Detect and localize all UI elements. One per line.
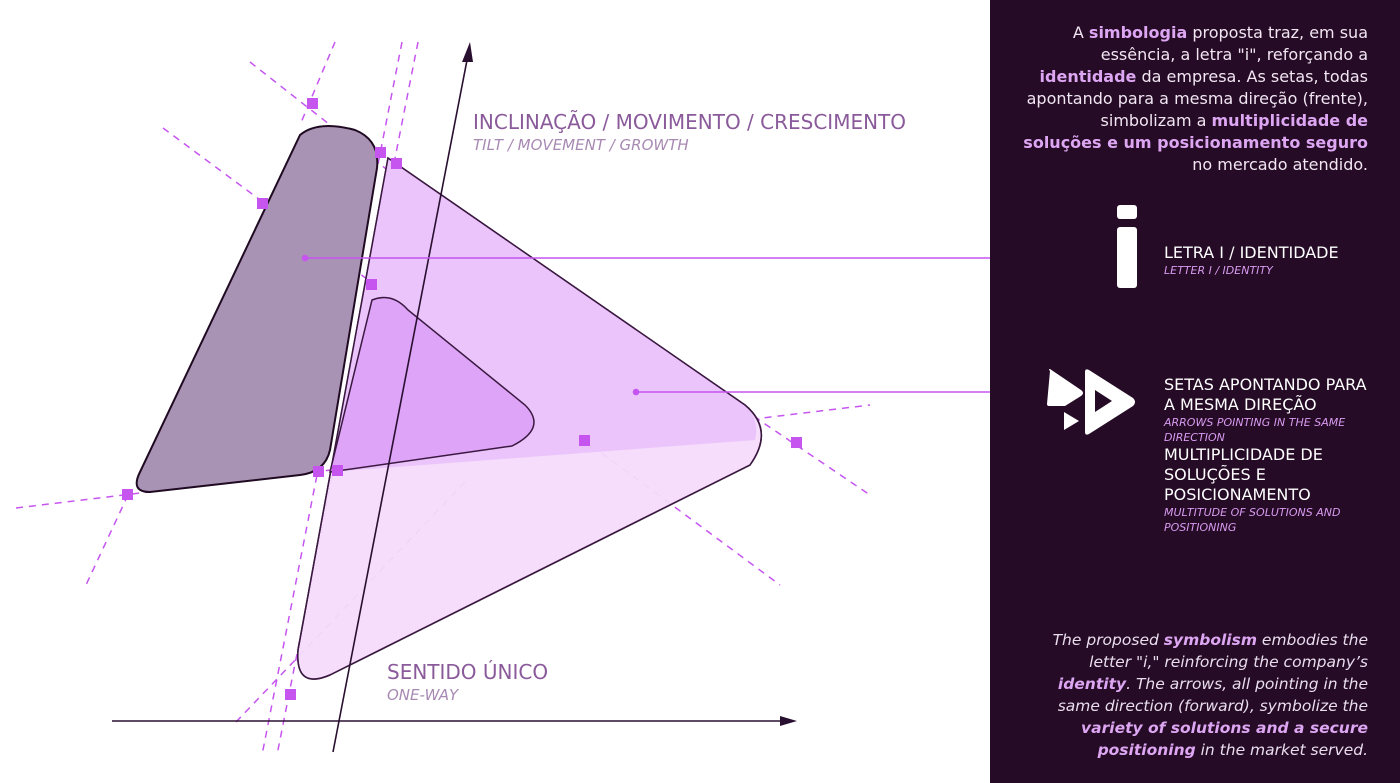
anchor-markers (122, 98, 802, 700)
legend-arrows-title: SETAS APONTANDO PARA A MESMA DIREÇÃO (1164, 375, 1367, 414)
legend-multiplicity-subtitle: MULTITUDE OF SOLUTIONS AND POSITIONING (1164, 506, 1341, 534)
highlight-text: simbologia (1088, 23, 1188, 42)
highlight-text: symbolism (1163, 631, 1257, 649)
callout-lines (301, 254, 990, 396)
inner-arrow-shape (329, 296, 535, 473)
letter-i-shape (135, 125, 379, 494)
oneway-label-title: SENTIDO ÚNICO (387, 660, 548, 684)
highlight-text: multiplicidade de soluções e um posicion… (1023, 111, 1368, 152)
legend-letter-i-title: LETRA I / IDENTIDADE (1164, 243, 1339, 262)
body-text: A (1072, 23, 1089, 42)
intro-text-pt: A simbologia proposta traz, em sua essên… (1018, 22, 1368, 176)
axes (112, 42, 797, 753)
body-text: The proposed (1052, 631, 1164, 649)
highlight-text: identity (1057, 675, 1127, 693)
logo-construction-diagram: INCLINAÇÃO / MOVIMENTO / CRESCIMENTO TIL… (15, 41, 990, 756)
arrows-icon (1047, 369, 1135, 435)
highlight-text: variety of solutions and a secure positi… (1081, 719, 1368, 759)
highlight-text: identidade (1039, 67, 1137, 86)
legend-letter-i: LETRA I / IDENTIDADE LETTER I / IDENTITY (1164, 243, 1364, 278)
intro-text-en: The proposed symbolism embodies the lett… (1018, 629, 1368, 761)
oneway-label-subtitle: ONE-WAY (387, 686, 460, 704)
legend-letter-i-subtitle: LETTER I / IDENTITY (1164, 264, 1273, 277)
body-text: embodies the letter "i," reinforcing the… (1089, 631, 1368, 671)
body-text: . The arrows, all pointing in the same d… (1057, 675, 1368, 715)
tilt-label-subtitle: TILT / MOVEMENT / GROWTH (473, 136, 689, 154)
description-panel: A simbologia proposta traz, em sua essên… (990, 0, 1400, 783)
legend-multiplicity-title: MULTIPLICIDADE DE SOLUÇÕES E POSICIONAME… (1164, 445, 1323, 504)
letter-i-icon (1117, 205, 1137, 288)
body-text: da empresa. As setas, todas apontando pa… (1026, 67, 1368, 130)
body-text: no mercado atendido. (1192, 155, 1368, 174)
body-text: proposta traz, em sua essência, a letra … (1100, 23, 1368, 64)
tilt-label-title: INCLINAÇÃO / MOVIMENTO / CRESCIMENTO (473, 110, 906, 134)
body-text: in the market served. (1195, 741, 1368, 759)
legend-arrows-subtitle: ARROWS POINTING IN THE SAME DIRECTION (1164, 416, 1346, 444)
legend-arrows: SETAS APONTANDO PARA A MESMA DIREÇÃO ARR… (1164, 375, 1369, 535)
